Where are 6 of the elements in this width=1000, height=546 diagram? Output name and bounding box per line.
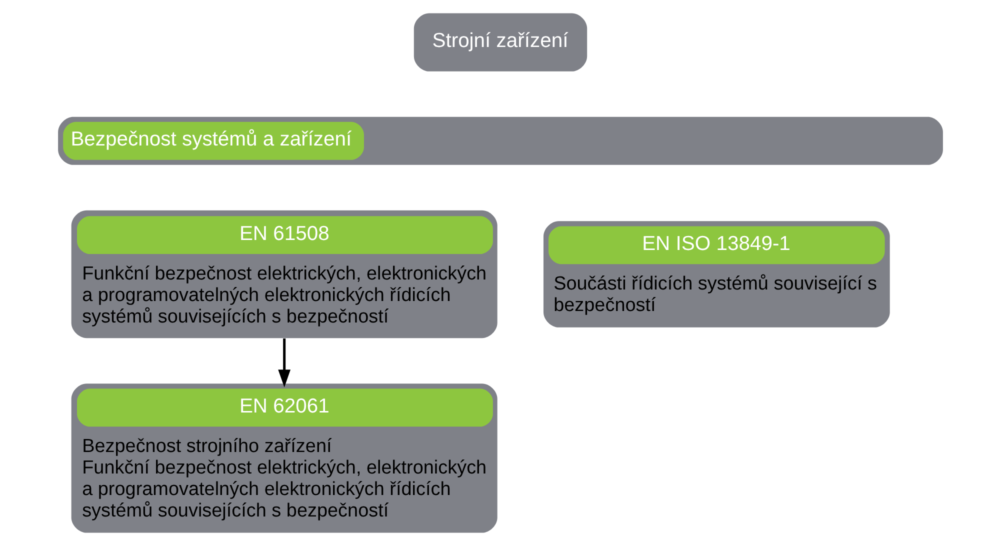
node-box: EN ISO 13849-1 Součásti řídicích systémů související s bezpečností xyxy=(542,221,890,328)
node-box: Bezpečnost systémů a zařízení xyxy=(58,116,942,165)
node-box: EN 61508 Funkční bezpečnost elektrických, elektronických a programovatelných elektronických řídicích systémů souvisejících s bezpečností xyxy=(70,210,497,338)
node-box: EN 62061 Bezpečnost strojního zařízení Funkční bezpečnost elektrických, elektronických a programovatelných elektronických řídicích systémů souvisejících s bezpečností xyxy=(70,384,497,533)
node-box: Strojní zařízení xyxy=(413,13,587,72)
arrow xyxy=(278,338,290,388)
